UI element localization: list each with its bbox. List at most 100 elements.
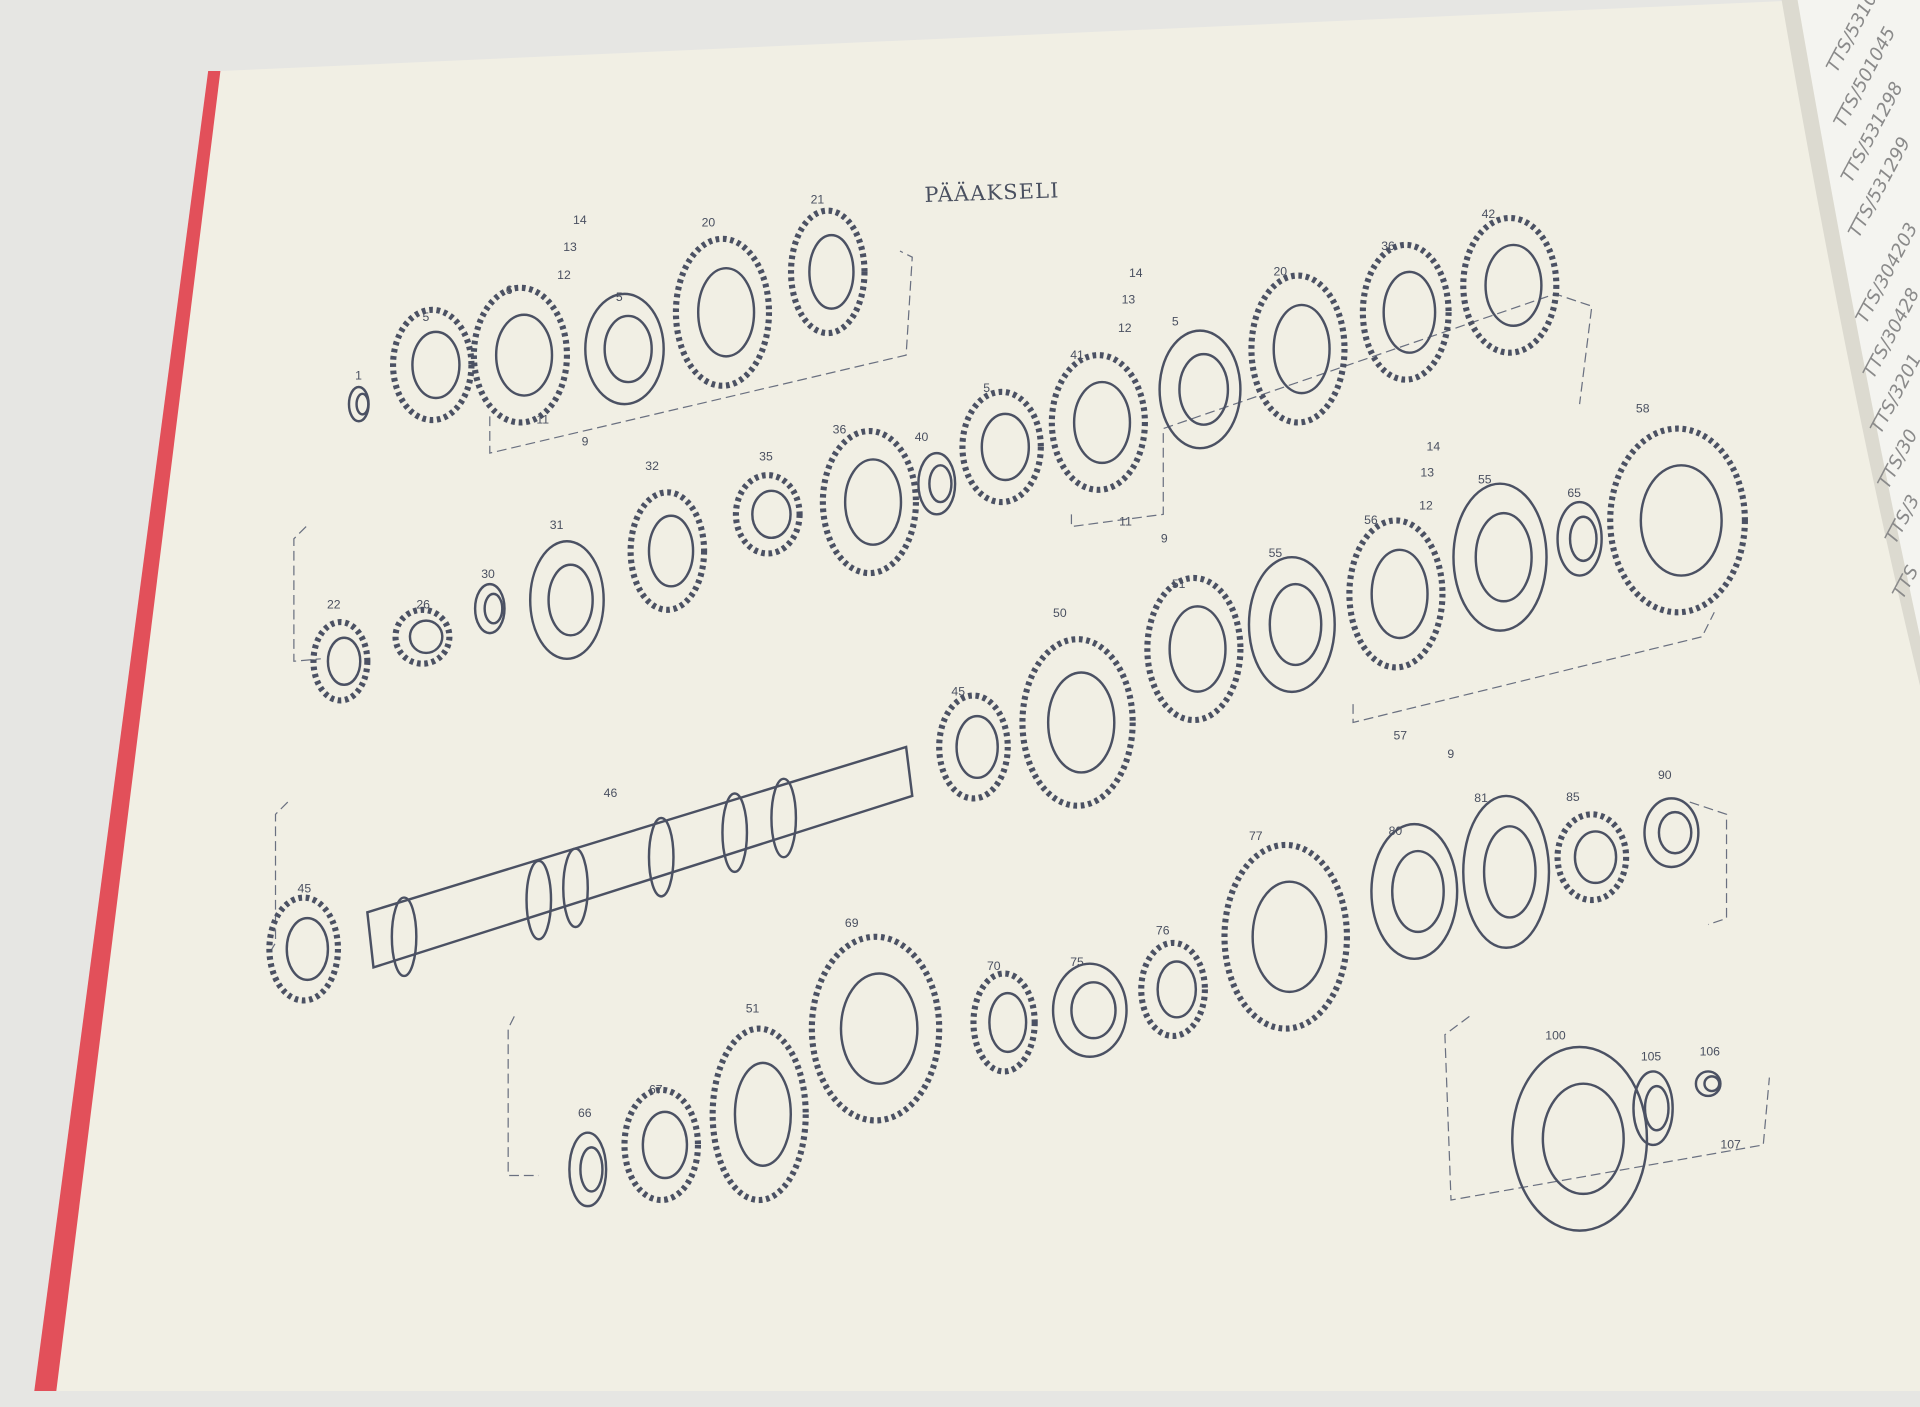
part-bore (1482, 825, 1537, 919)
left-page (56, 0, 1920, 1392)
part-bore (326, 636, 362, 686)
part-label: 21 (811, 192, 825, 206)
right-page-curl (1797, 0, 1920, 637)
part-bore (1046, 671, 1116, 774)
part-label: 107 (1720, 1138, 1741, 1152)
part-label: 12 (1419, 498, 1433, 512)
part-bore (1703, 1075, 1721, 1093)
part-bore (955, 714, 999, 780)
part-label: 45 (298, 882, 312, 896)
part-label: 5 (983, 381, 990, 395)
part-outline (621, 1086, 702, 1204)
part-label: 20 (702, 216, 716, 230)
part-outline (528, 540, 605, 661)
part-outline (970, 970, 1038, 1075)
part-label: 13 (563, 240, 577, 254)
part-bore (1484, 243, 1543, 327)
part-bore (408, 619, 444, 655)
part-label: 85 (1566, 790, 1580, 804)
part-bore (980, 412, 1031, 482)
part-outline (1370, 822, 1459, 961)
part-bore (1541, 1082, 1625, 1196)
part-outline (266, 894, 342, 1004)
shaft-collar (390, 896, 418, 978)
dashed-group-frames (271, 250, 1770, 1201)
part-label: 5 (616, 290, 623, 304)
part-outline (672, 235, 773, 389)
part-label: 13 (1420, 465, 1434, 479)
part-outline (1048, 352, 1148, 493)
part-label: 80 (1389, 824, 1403, 838)
part-bore (1643, 1084, 1670, 1132)
part-outline (1138, 939, 1208, 1040)
part-bore (1391, 849, 1445, 934)
part-label: 14 (1129, 266, 1143, 280)
parts-illustration (266, 207, 1748, 1232)
part-outline (1019, 636, 1136, 809)
part-outline (1221, 841, 1350, 1032)
part-outline (1452, 482, 1548, 632)
part-label: 42 (1482, 207, 1496, 221)
part-bore (733, 1061, 793, 1167)
part-outline (1144, 574, 1244, 724)
part-bore (1272, 303, 1331, 395)
part-label: 100 (1545, 1029, 1566, 1043)
page-title: PÄÄAKSELI (924, 178, 1060, 207)
part-outline (1632, 1070, 1674, 1147)
part-label: 9 (582, 435, 589, 449)
part-bore (647, 514, 695, 588)
part-bore (1382, 270, 1437, 354)
part-label: 30 (481, 567, 495, 581)
part-bore (494, 313, 554, 397)
shaft-collar (562, 847, 589, 929)
part-label: 75 (1070, 955, 1084, 969)
part-bore (547, 563, 594, 637)
part-label: 66 (578, 1106, 592, 1120)
part-label: 67 (649, 1083, 663, 1097)
part-outline (1460, 214, 1560, 356)
part-label: 11 (536, 413, 549, 427)
part-outline (1247, 555, 1336, 694)
part-label: 22 (327, 598, 341, 612)
part-label: 45 (951, 685, 965, 699)
part-bore (1168, 605, 1227, 693)
part-bore (483, 592, 504, 625)
part-label: 70 (987, 959, 1001, 973)
part-outline (808, 933, 943, 1124)
part-outline (1556, 500, 1603, 577)
part-label: 36 (1381, 239, 1395, 253)
shaft-collar (770, 777, 798, 859)
part-label: 32 (645, 459, 659, 473)
part-outline (473, 582, 506, 635)
part-label: 50 (1053, 606, 1067, 620)
shaft-collar (721, 792, 749, 874)
part-label: 46 (604, 786, 618, 800)
part-outline (1359, 241, 1452, 383)
shaft-collar (647, 816, 675, 898)
part-bore (1573, 830, 1618, 885)
part-label: 14 (1427, 440, 1441, 454)
part-bore (751, 489, 792, 540)
part-outline (1248, 272, 1348, 426)
part-bore (1072, 380, 1132, 465)
part-bore (1156, 960, 1198, 1019)
shaft-collar (525, 859, 553, 941)
part-label: 55 (1478, 473, 1492, 487)
part-label: 41 (1070, 348, 1084, 362)
part-bore (1474, 511, 1533, 603)
part-bore (603, 314, 653, 384)
part-label: 56 (1364, 513, 1378, 527)
part-label: 20 (1273, 265, 1287, 279)
part-outline (1462, 794, 1551, 950)
part-bore (839, 972, 919, 1085)
part-bore (1370, 548, 1429, 640)
part-label: 106 (1700, 1045, 1721, 1059)
part-bore (285, 916, 330, 982)
part-outline (936, 692, 1011, 802)
part-bore (808, 233, 855, 310)
part-label: 35 (759, 449, 773, 463)
part-outline (470, 284, 570, 426)
part-bore (579, 1146, 604, 1193)
part-outline (1051, 962, 1128, 1058)
part-outline (310, 619, 371, 704)
